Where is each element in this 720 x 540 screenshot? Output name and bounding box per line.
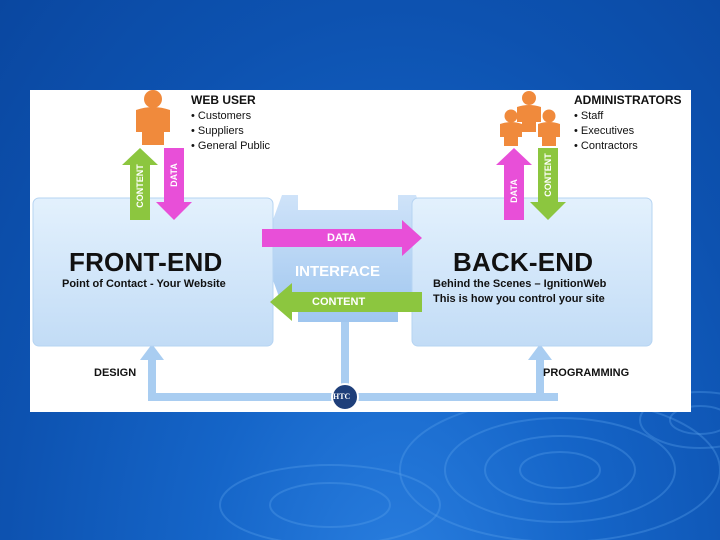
htc-logo: [331, 383, 359, 411]
content-arrow-label: CONTENT: [312, 296, 366, 308]
web-user-list: • Customers • Suppliers • General Public: [191, 109, 270, 154]
back-end-subtitle-2: This is how you control your site: [433, 293, 605, 305]
administrators-heading: ADMINISTRATORS: [574, 93, 682, 107]
back-end-box: [411, 197, 653, 347]
programming-label: PROGRAMMING: [543, 367, 630, 379]
back-end-subtitle-1: Behind the Scenes – IgnitionWeb: [433, 278, 607, 290]
web-user-heading: WEB USER: [191, 93, 256, 107]
data-arrow: [262, 220, 422, 256]
interface-label: INTERFACE: [295, 263, 381, 280]
content-arrow: [270, 283, 422, 321]
back-end-title: BACK-END: [453, 247, 594, 277]
design-label: DESIGN: [94, 367, 137, 379]
htc-logo-text: HTC: [333, 392, 351, 401]
list-item: • General Public: [191, 140, 271, 152]
list-item: • Staff: [574, 110, 604, 122]
list-item: • Contractors: [574, 140, 638, 152]
left-content-label: CONTENT: [135, 164, 145, 208]
left-content-arrow: [122, 148, 158, 220]
list-item: • Customers: [191, 110, 252, 122]
right-data-label: DATA: [509, 179, 519, 203]
interface-shape: [262, 195, 435, 322]
diagram-graphics: [32, 90, 653, 411]
front-end-subtitle: Point of Contact - Your Website: [62, 278, 226, 290]
list-item: • Executives: [574, 125, 635, 137]
left-data-label: DATA: [169, 163, 179, 187]
front-end-box: [32, 197, 274, 347]
left-data-arrow: [156, 148, 192, 220]
right-content-arrow: [530, 148, 566, 220]
diagram-panel: WEB USER • Customers • Suppliers • Gener…: [30, 90, 691, 412]
list-item: • Suppliers: [191, 125, 244, 137]
administrators-list: • Staff • Executives • Contractors: [574, 109, 638, 154]
right-content-label: CONTENT: [543, 153, 553, 197]
front-end-title: FRONT-END: [69, 247, 223, 277]
web-user-icon: [136, 90, 170, 145]
administrators-icon: [500, 91, 560, 146]
right-data-arrow: [496, 148, 532, 220]
data-arrow-label: DATA: [327, 232, 356, 244]
